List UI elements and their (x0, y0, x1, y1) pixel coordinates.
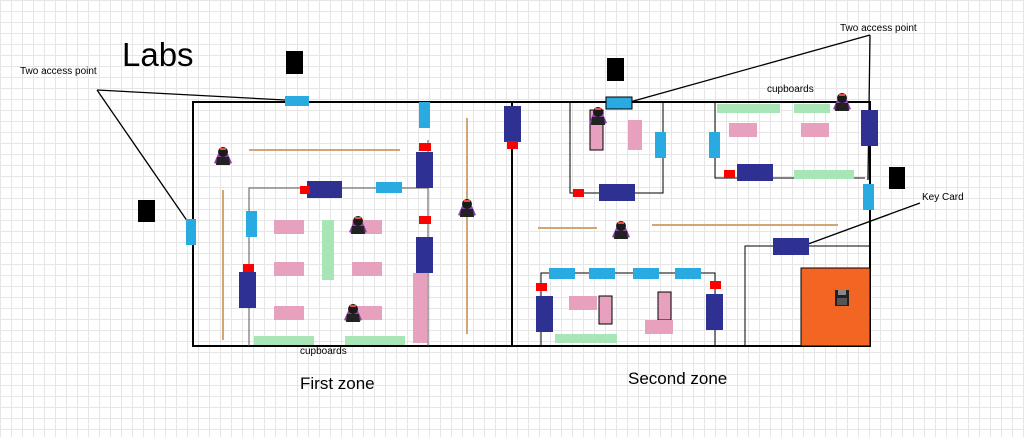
cupboards-label-top: cupboards (767, 84, 814, 95)
door-panel (737, 164, 773, 181)
door-panel (416, 152, 433, 188)
callout-line (799, 202, 921, 248)
door-panel (861, 110, 878, 146)
table (274, 262, 304, 276)
red-markers (243, 141, 735, 291)
door-panels (239, 106, 878, 332)
access-points (186, 96, 874, 279)
cupboards (254, 104, 854, 345)
key-card-room (800, 267, 871, 347)
floppy-disk-icon (835, 290, 849, 306)
door-panel (599, 184, 635, 201)
access-point (605, 96, 633, 110)
door-panel (504, 106, 521, 142)
cupboard (717, 104, 780, 113)
cupboards-label-bottom: cupboards (300, 346, 347, 357)
cupboard (322, 220, 334, 280)
person-icon (612, 221, 630, 239)
table (628, 120, 642, 150)
access-point (655, 132, 666, 158)
access-point (709, 132, 720, 158)
key-card-label: Key Card (922, 192, 964, 203)
first-zone-label: First zone (300, 374, 375, 393)
table (413, 273, 427, 343)
red-marker (573, 189, 584, 197)
access-point (589, 268, 615, 279)
access-point (285, 96, 309, 106)
red-marker (419, 216, 431, 224)
red-marker (243, 264, 254, 272)
cupboard (254, 336, 314, 345)
red-marker (536, 283, 547, 291)
table (274, 220, 304, 234)
red-marker (419, 143, 431, 151)
red-marker (724, 170, 735, 178)
camera-icon (138, 200, 155, 222)
callout-lines (96, 34, 921, 248)
table (598, 295, 613, 325)
callout-line (629, 34, 871, 103)
cupboard (794, 104, 830, 113)
camera-icon (889, 167, 905, 189)
cupboard (555, 334, 617, 343)
door-panel (307, 181, 342, 198)
table (274, 306, 304, 320)
door-panel (239, 272, 256, 308)
door-panel (536, 296, 553, 332)
callout-line (867, 34, 871, 181)
room-small-top (569, 102, 664, 194)
access-point (419, 102, 430, 128)
cupboard (345, 336, 405, 345)
table (569, 296, 597, 310)
page-title: Labs (122, 36, 194, 73)
second-zone-label: Second zone (628, 369, 728, 388)
key-room-wall (744, 245, 870, 346)
person-icon (214, 147, 232, 165)
table (645, 320, 673, 334)
door-panel (773, 238, 809, 255)
access-point (633, 268, 659, 279)
access-point (246, 211, 257, 237)
access-point (549, 268, 575, 279)
access-point-label-left: Two access point (20, 66, 97, 77)
table (657, 291, 672, 321)
cameras (138, 51, 905, 222)
red-marker (300, 186, 310, 194)
partitions (222, 118, 838, 340)
door-panel (416, 237, 433, 273)
table (352, 262, 382, 276)
access-point (376, 182, 402, 193)
cupboard (794, 170, 854, 179)
callout-line (96, 89, 286, 101)
person-icon (458, 199, 476, 217)
callout-line (96, 89, 191, 226)
table (801, 123, 829, 137)
access-point (186, 219, 196, 245)
red-marker (710, 281, 721, 289)
door-panel (706, 294, 723, 330)
access-point (675, 268, 701, 279)
access-point-label-right: Two access point (840, 23, 917, 34)
camera-icon (286, 51, 303, 74)
red-marker (507, 141, 518, 149)
access-point (863, 184, 874, 210)
camera-icon (607, 58, 624, 81)
table (729, 123, 757, 137)
